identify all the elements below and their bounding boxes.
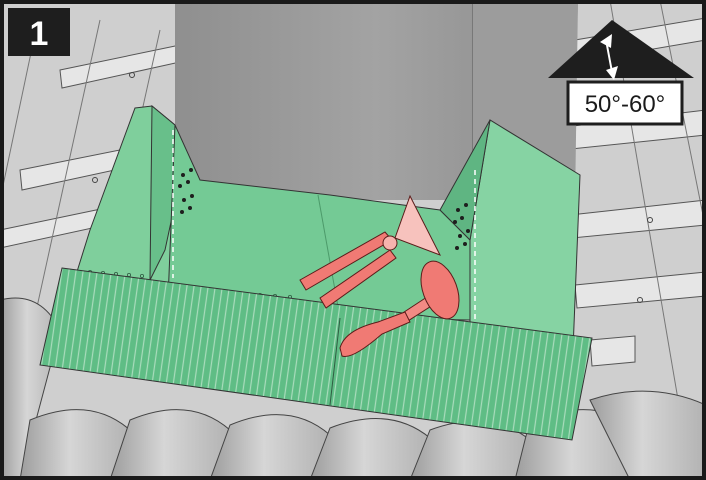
step-number: 1 [30,15,49,53]
roof-pitch-label: 50°-60° [585,91,666,118]
step-badge: 1 [8,8,70,56]
